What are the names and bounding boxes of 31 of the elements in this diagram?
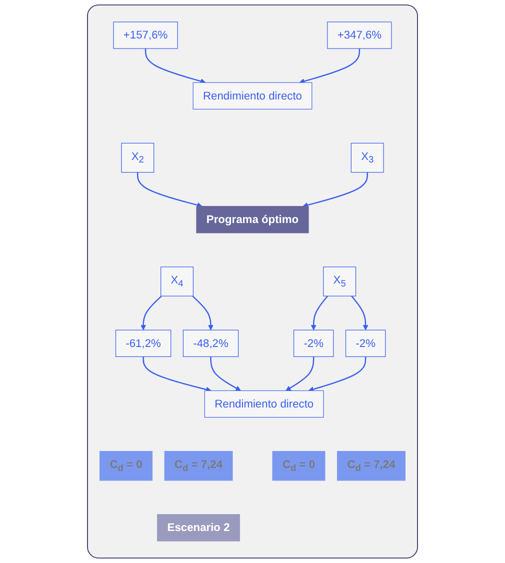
cluster (87, 4, 418, 559)
node-box: C$_{d}$ = 7,24 (337, 451, 406, 481)
node-box: C$_{d}$ = 0 (272, 451, 326, 481)
node-box: X$_{4}$ (160, 266, 194, 296)
node-box: +157,6% (113, 22, 178, 49)
node-box: Rendimiento directo (192, 82, 312, 110)
node-box: -61,2% (115, 330, 172, 357)
node-box: X$_{5}$ (323, 266, 356, 296)
node-box: -2% (294, 330, 334, 357)
arrow (144, 48, 206, 84)
arrow (192, 296, 214, 330)
arrow (299, 48, 360, 84)
arrow (310, 296, 328, 330)
node-box: C$_{d}$ = 0 (100, 451, 153, 481)
arrow (308, 356, 366, 392)
node-box: Rendimiento directo (204, 390, 324, 418)
arrow (351, 296, 368, 330)
node-box: +347,6% (327, 22, 392, 49)
arrow (140, 296, 162, 330)
node-box: -48,2% (182, 330, 239, 357)
arrow (137, 172, 202, 208)
node-box: X$_{2}$ (121, 142, 154, 173)
arrow (142, 356, 212, 392)
node-box: -2% (345, 330, 386, 357)
arrow (210, 356, 241, 391)
node-box: C$_{d}$ = 7,24 (164, 451, 233, 481)
arrow (302, 172, 368, 208)
node-box: Escenario 2 (157, 514, 240, 542)
node-box: Programa óptimo (196, 206, 309, 234)
arrow (286, 356, 314, 391)
node-box: X$_{3}$ (350, 142, 384, 173)
